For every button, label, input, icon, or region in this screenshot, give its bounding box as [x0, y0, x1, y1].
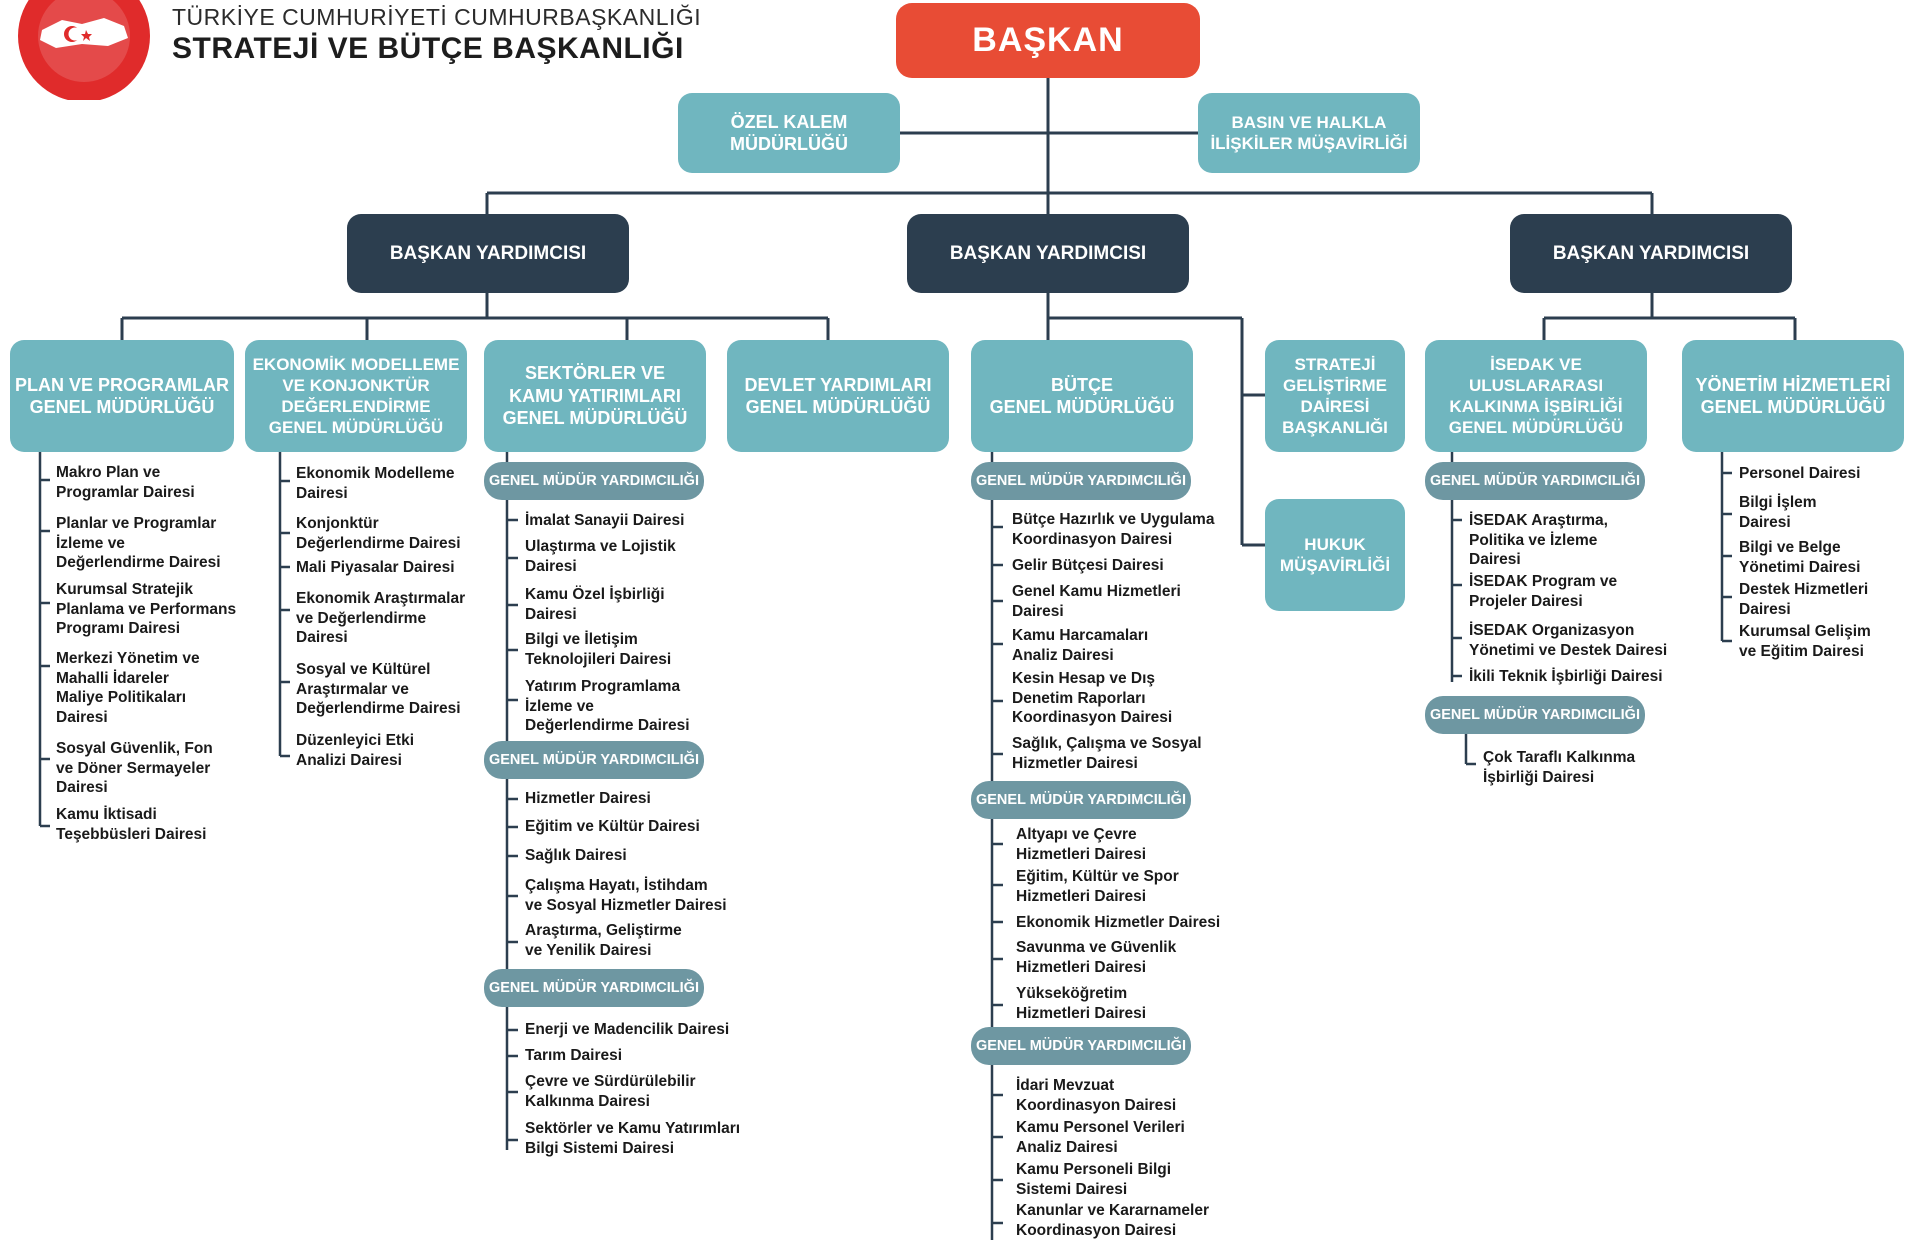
list-item: Genel Kamu Hizmetleri Dairesi	[1012, 583, 1181, 620]
list-item: Kurumsal Gelişim ve Eğitim Dairesi	[1739, 623, 1871, 660]
gmy-label: GENEL MÜDÜR YARDIMCILIĞI	[484, 969, 704, 1007]
list-item: Kanunlar ve Kararnameler Koordinasyon Da…	[1016, 1202, 1209, 1239]
list-item: Personel Dairesi	[1739, 465, 1861, 482]
list-item: Kesin Hesap ve Dış Denetim Raporları Koo…	[1012, 670, 1173, 726]
list-item: İSEDAK Araştırma, Politika ve İzleme Dai…	[1469, 512, 1608, 568]
plan-programlar-box: PLAN VE PROGRAMLAR GENEL MÜDÜRLÜĞÜ	[10, 340, 234, 452]
baskan-yardimcisi-1: BAŞKAN YARDIMCISI	[347, 214, 629, 293]
list-item: Sosyal ve Kültürel Araştırmalar ve Değer…	[296, 661, 461, 717]
gmy-label: GENEL MÜDÜR YARDIMCILIĞI	[971, 1027, 1191, 1065]
list-item: Sosyal Güvenlik, Fon ve Döner Sermayeler…	[56, 740, 213, 796]
gmy-label: GENEL MÜDÜR YARDIMCILIĞI	[1425, 696, 1645, 734]
gmy-label: GENEL MÜDÜR YARDIMCILIĞI	[484, 462, 704, 500]
list-item: Kamu Özel İşbirliği Dairesi	[525, 586, 665, 623]
gmy-label: GENEL MÜDÜR YARDIMCILIĞI	[971, 781, 1191, 819]
list-item: İmalat Sanayii Dairesi	[525, 512, 685, 529]
list-item: İSEDAK Program ve Projeler Dairesi	[1469, 573, 1618, 610]
list-item: Bilgi İşlem Dairesi	[1739, 494, 1817, 531]
list-item: Sektörler ve Kamu Yatırımları Bilgi Sist…	[525, 1120, 741, 1157]
list-item: Ekonomik Modelleme Dairesi	[296, 465, 455, 502]
list-item: Ulaştırma ve Lojistik Dairesi	[525, 538, 676, 575]
list-item: Yatırım Programlama İzleme ve Değerlendi…	[525, 678, 690, 734]
ekonomik-modelleme-box: EKONOMİK MODELLEME VE KONJONKTÜR DEĞERLE…	[245, 340, 467, 452]
list-item: Altyapı ve Çevre Hizmetleri Dairesi	[1016, 826, 1147, 863]
list-item: Eğitim, Kültür ve Spor Hizmetleri Daires…	[1016, 868, 1179, 905]
gmy-label: GENEL MÜDÜR YARDIMCILIĞI	[1425, 462, 1645, 500]
list-item: Merkezi Yönetim ve Mahalli İdareler Mali…	[56, 650, 200, 726]
baskan-box: BAŞKAN	[896, 3, 1200, 78]
list-item: Kamu Harcamaları Analiz Dairesi	[1012, 627, 1149, 664]
sektorler-box: SEKTÖRLER VE KAMU YATIRIMLARI GENEL MÜDÜ…	[484, 340, 706, 452]
baskan-yardimcisi-3: BAŞKAN YARDIMCISI	[1510, 214, 1792, 293]
list-item: Destek Hizmetleri Dairesi	[1739, 581, 1869, 618]
header-line-2: STRATEJİ VE BÜTÇE BAŞKANLIĞI	[172, 32, 684, 65]
isedak-box: İSEDAK VE ULUSLARARASI KALKINMA İŞBİRLİĞ…	[1425, 340, 1647, 452]
strateji-gelistirme-box: STRATEJİ GELİŞTİRME DAİRESİ BAŞKANLIĞI	[1265, 340, 1405, 452]
list-item: Makro Plan ve Programlar Dairesi	[56, 464, 195, 501]
list-item: Eğitim ve Kültür Dairesi	[525, 818, 700, 835]
list-item: Hizmetler Dairesi	[525, 790, 651, 807]
list-item: Bilgi ve İletişim Teknolojileri Dairesi	[525, 631, 672, 668]
list-item: Savunma ve Güvenlik Hizmetleri Dairesi	[1016, 939, 1177, 976]
list-item: Gelir Bütçesi Dairesi	[1012, 557, 1164, 574]
list-item: Çevre ve Sürdürülebilir Kalkınma Dairesi	[525, 1073, 696, 1110]
devlet-yardimlari-box: DEVLET YARDIMLARI GENEL MÜDÜRLÜĞÜ	[727, 340, 949, 452]
list-item: Düzenleyici Etki Analizi Dairesi	[296, 732, 415, 769]
list-item: Konjonktür Değerlendirme Dairesi	[296, 515, 461, 552]
list-item: Bütçe Hazırlık ve Uygulama Koordinasyon …	[1012, 511, 1215, 548]
gmy-label: GENEL MÜDÜR YARDIMCILIĞI	[484, 741, 704, 779]
list-item: Planlar ve Programlar İzleme ve Değerlen…	[56, 515, 221, 571]
butce-box: BÜTÇE GENEL MÜDÜRLÜĞÜ	[971, 340, 1193, 452]
list-item: Bilgi ve Belge Yönetimi Dairesi	[1739, 539, 1861, 576]
list-item: Kamu Personel Verileri Analiz Dairesi	[1016, 1119, 1185, 1156]
hukuk-box: HUKUK MÜŞAVİRLİĞİ	[1265, 499, 1405, 611]
gmy-label: GENEL MÜDÜR YARDIMCILIĞI	[971, 462, 1191, 500]
list-item: Tarım Dairesi	[525, 1047, 623, 1064]
list-item: İkili Teknik İşbirliği Dairesi	[1469, 668, 1663, 685]
list-item: Ekonomik Araştırmalar ve Değerlendirme D…	[296, 590, 466, 646]
list-item: Yükseköğretim Hizmetleri Dairesi	[1016, 985, 1147, 1022]
list-item: Mali Piyasalar Dairesi	[296, 559, 455, 576]
baskan-yardimcisi-2: BAŞKAN YARDIMCISI	[907, 214, 1189, 293]
basin-halkla-box: BASIN VE HALKLA İLİŞKİLER MÜŞAVİRLİĞİ	[1198, 93, 1420, 173]
list-item: Enerji ve Madencilik Dairesi	[525, 1021, 730, 1038]
yonetim-hizmetleri-box: YÖNETİM HİZMETLERİ GENEL MÜDÜRLÜĞÜ	[1682, 340, 1904, 452]
list-item: Çalışma Hayatı, İstihdam ve Sosyal Hizme…	[525, 877, 727, 914]
list-item: Kamu İktisadi Teşebbüsleri Dairesi	[56, 806, 207, 843]
list-item: Ekonomik Hizmetler Dairesi	[1016, 914, 1221, 931]
list-item: Sağlık, Çalışma ve Sosyal Hizmetler Dair…	[1012, 735, 1202, 772]
list-item: İSEDAK Organizasyon Yönetimi ve Destek D…	[1469, 622, 1668, 659]
list-item: Araştırma, Geliştirme ve Yenilik Dairesi	[525, 922, 682, 959]
header-line-1: TÜRKİYE CUMHURİYETİ CUMHURBAŞKANLIĞI	[172, 4, 702, 30]
list-item: Kamu Personeli Bilgi Sistemi Dairesi	[1016, 1161, 1172, 1198]
strategy-budget-logo	[18, 0, 150, 100]
list-item: Çok Taraflı Kalkınma İşbirliği Dairesi	[1483, 749, 1636, 786]
list-item: Kurumsal Stratejik Planlama ve Performan…	[56, 581, 237, 637]
list-item: Sağlık Dairesi	[525, 847, 627, 864]
ozel-kalem-box: ÖZEL KALEM MÜDÜRLÜĞÜ	[678, 93, 900, 173]
list-item: İdari Mevzuat Koordinasyon Dairesi	[1016, 1077, 1177, 1114]
